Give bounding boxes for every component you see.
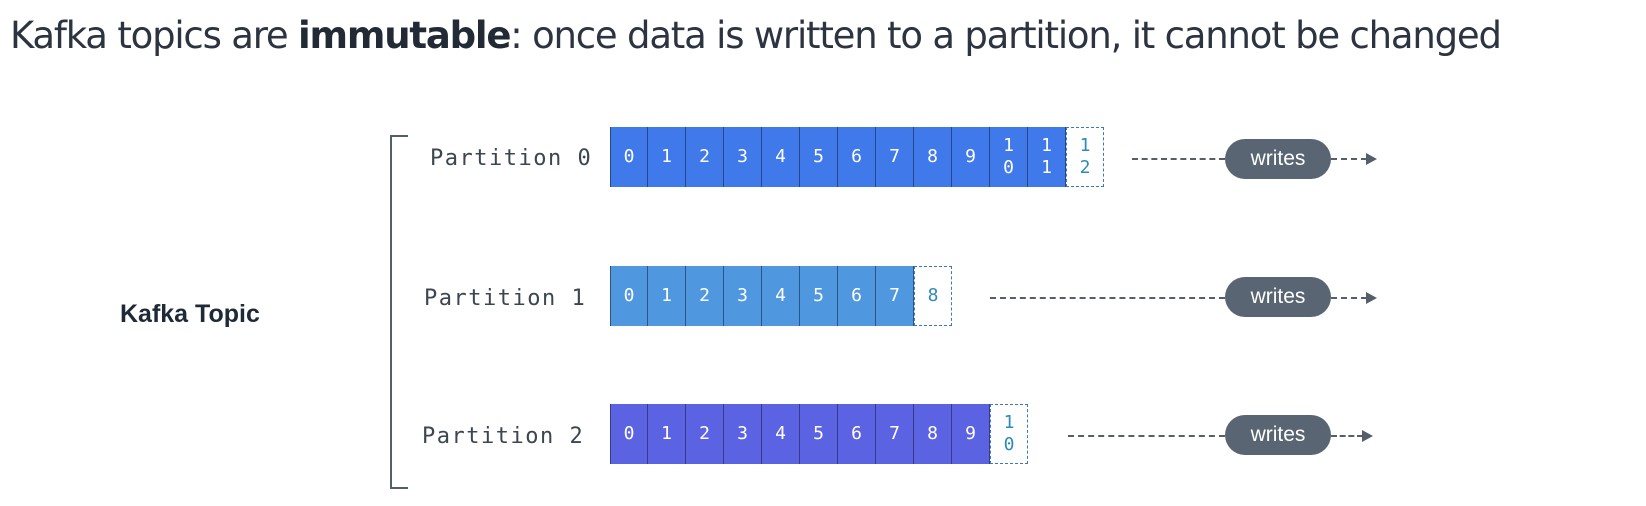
offset-digit: 1 xyxy=(1041,135,1052,156)
partition-0-offset-cell: 0 xyxy=(610,127,648,187)
partition-2-offset-cell: 3 xyxy=(724,404,762,464)
partition-2-offset-cell: 0 xyxy=(610,404,648,464)
partition-2-offset-cell: 2 xyxy=(686,404,724,464)
partition-1-offset-cell: 2 xyxy=(686,266,724,326)
offset-digit: 8 xyxy=(927,146,938,167)
partition-1-offset-cell: 5 xyxy=(800,266,838,326)
partition-1-label: Partition 1 xyxy=(424,286,587,311)
offset-digit: 4 xyxy=(775,285,786,306)
offset-digit: 1 xyxy=(1079,135,1091,156)
offset-digit: 1 xyxy=(1003,135,1014,156)
offset-digit: 2 xyxy=(699,423,710,444)
headline-suffix: : once data is written to a partition, i… xyxy=(510,14,1502,57)
offset-digit: 8 xyxy=(927,423,938,444)
offset-digit: 5 xyxy=(813,285,824,306)
partition-0-write-line xyxy=(1132,158,1225,160)
partition-1-offset-cell: 7 xyxy=(876,266,914,326)
partition-2-offset-cell: 4 xyxy=(762,404,800,464)
offset-digit: 4 xyxy=(775,146,786,167)
offset-digit: 8 xyxy=(927,285,939,306)
partition-2-offset-cell: 9 xyxy=(952,404,990,464)
topic-label: Kafka Topic xyxy=(120,300,260,328)
partition-2-arrow-line xyxy=(1331,435,1363,437)
partition-0-offset-cell: 4 xyxy=(762,127,800,187)
headline-emphasis: immutable xyxy=(298,14,511,57)
offset-digit: 1 xyxy=(661,285,672,306)
partition-0-arrow-line xyxy=(1331,158,1367,160)
partition-1-offset-cell: 6 xyxy=(838,266,876,326)
partition-0-offset-cell: 3 xyxy=(724,127,762,187)
partition-2-offset-cell: 6 xyxy=(838,404,876,464)
partition-0-offset-cell: 2 xyxy=(686,127,724,187)
offset-digit: 0 xyxy=(1003,434,1015,455)
partition-0-offset-cell: 7 xyxy=(876,127,914,187)
partition-0-arrow-icon xyxy=(1366,153,1377,165)
offset-digit: 2 xyxy=(1079,157,1091,178)
partition-1-offset-cell: 3 xyxy=(724,266,762,326)
partition-0-writes-pill: writes xyxy=(1225,139,1331,179)
partition-0-label: Partition 0 xyxy=(430,146,593,171)
offset-digit: 7 xyxy=(889,146,900,167)
topic-bracket xyxy=(390,135,408,489)
offset-digit: 6 xyxy=(851,146,862,167)
partition-2-arrow-icon xyxy=(1362,430,1373,442)
partition-2-offset-cell: 5 xyxy=(800,404,838,464)
headline: Kafka topics are immutable: once data is… xyxy=(10,10,1502,62)
offset-digit: 5 xyxy=(813,146,824,167)
partition-0-offset-cell: 9 xyxy=(952,127,990,187)
partition-1-offsets: 0 1 2 3 4 5 6 7 8 xyxy=(610,266,952,326)
offset-digit: 0 xyxy=(623,285,635,306)
partition-2-offset-cell: 1 xyxy=(648,404,686,464)
offset-digit: 9 xyxy=(965,146,976,167)
offset-digit: 1 xyxy=(1003,412,1015,433)
offset-digit: 1 xyxy=(661,146,672,167)
partition-1-write-line xyxy=(990,297,1225,299)
partition-2-offset-cell: 7 xyxy=(876,404,914,464)
partition-1-offset-cell: 1 xyxy=(648,266,686,326)
partition-2-offset-cell: 8 xyxy=(914,404,952,464)
partition-2-write-line xyxy=(1068,435,1225,437)
offset-digit: 3 xyxy=(737,146,748,167)
headline-prefix: Kafka topics are xyxy=(10,14,299,57)
partition-1-offset-cell: 4 xyxy=(762,266,800,326)
partition-1-arrow-line xyxy=(1331,297,1367,299)
partition-1-writes-pill: writes xyxy=(1225,277,1331,317)
offset-digit: 0 xyxy=(1003,157,1014,178)
offset-digit: 2 xyxy=(699,146,710,167)
partition-0-offset-cell: 5 xyxy=(800,127,838,187)
offset-digit: 3 xyxy=(737,285,748,306)
offset-digit: 6 xyxy=(851,285,862,306)
partition-2-writes-pill: writes xyxy=(1225,415,1331,455)
offset-digit: 9 xyxy=(965,423,976,444)
offset-digit: 6 xyxy=(851,423,862,444)
partition-0-offset-cell: 8 xyxy=(914,127,952,187)
offset-digit: 7 xyxy=(889,423,900,444)
partition-0-offset-cell: 6 xyxy=(838,127,876,187)
offset-digit: 2 xyxy=(699,285,710,306)
partition-0-offset-cell: 1 xyxy=(648,127,686,187)
offset-digit: 7 xyxy=(889,285,900,306)
offset-digit: 0 xyxy=(623,423,635,444)
offset-digit: 4 xyxy=(775,423,786,444)
offset-digit: 1 xyxy=(1041,157,1052,178)
offset-digit: 3 xyxy=(737,423,748,444)
partition-1-offset-cell: 0 xyxy=(610,266,648,326)
partition-2-label: Partition 2 xyxy=(422,424,585,449)
offset-digit: 1 xyxy=(661,423,672,444)
offset-digit: 0 xyxy=(623,146,635,167)
offset-digit: 5 xyxy=(813,423,824,444)
partition-1-arrow-icon xyxy=(1366,292,1377,304)
partition-1-next-offset: 8 xyxy=(914,266,952,326)
